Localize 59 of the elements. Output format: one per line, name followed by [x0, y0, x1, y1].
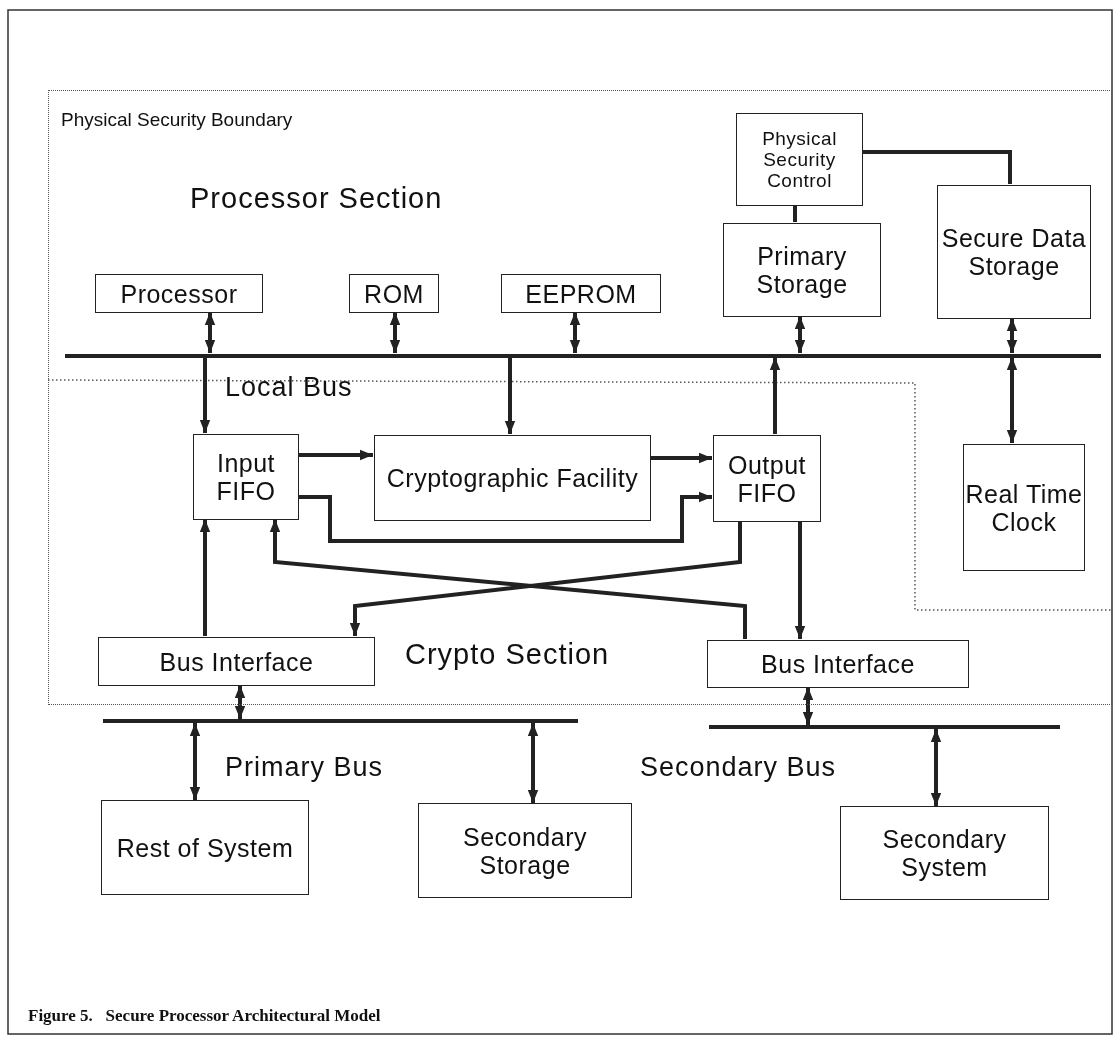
component-box [95, 274, 263, 313]
component-box [937, 185, 1091, 319]
connector-arrow [269, 519, 747, 639]
boundary-region [48, 90, 1112, 705]
component-box [349, 274, 439, 313]
component-box [713, 435, 821, 522]
component-box [418, 803, 632, 898]
component-box [723, 223, 881, 317]
connector-arrow [1006, 357, 1018, 443]
connector-arrow [802, 687, 814, 725]
connector-arrow [527, 723, 539, 803]
component-box [736, 113, 863, 206]
bus-label: Local Bus [225, 372, 353, 403]
box-label: Rest of System [116, 833, 294, 862]
connector-arrow [199, 519, 211, 636]
section-label: Crypto Section [405, 638, 610, 671]
connector-arrow [1006, 318, 1018, 353]
box-label: Secure Data Storage [940, 224, 1088, 280]
component-box [501, 274, 661, 313]
connector-arrow [650, 452, 712, 464]
connector-arrow [389, 312, 401, 353]
connector-arrow [234, 685, 246, 719]
box-label: Primary Storage [755, 242, 849, 298]
component-box [98, 637, 375, 686]
box-label: Input FIFO [215, 449, 277, 505]
component-box [707, 640, 969, 688]
component-box [101, 800, 309, 895]
connector-arrow [349, 521, 742, 636]
bus-label: Primary Bus [225, 752, 384, 783]
section-label: Processor Section [190, 182, 443, 215]
box-label: Secondary Storage [462, 822, 588, 879]
box-label: Real Time Clock [964, 479, 1084, 536]
box-label: Processor [120, 279, 238, 308]
box-label: EEPROM [525, 279, 637, 308]
box-label: Bus Interface [761, 650, 915, 678]
box-label: Physical Security Control [761, 127, 838, 192]
box-label: Secondary System [881, 825, 1008, 881]
box-label: Bus Interface [159, 647, 314, 676]
component-box [840, 806, 1049, 900]
connector-arrow [569, 312, 581, 353]
figure-caption: Figure 5. Secure Processor Architectural Model [28, 1006, 381, 1026]
connector-arrow [794, 521, 806, 639]
box-label: Output FIFO [726, 450, 808, 507]
component-box [374, 435, 651, 521]
component-box [963, 444, 1085, 571]
connector-arrow [794, 316, 806, 353]
connector-arrow [189, 723, 201, 800]
connector-arrow [769, 357, 781, 434]
box-label: Cryptographic Facility [386, 464, 639, 492]
box-label: ROM [364, 279, 424, 308]
connector-arrow [298, 491, 712, 543]
region-title: Physical Security Boundary [61, 109, 293, 131]
connector-arrow [504, 357, 516, 434]
connector-arrow [204, 312, 216, 353]
component-box [193, 434, 299, 520]
bus-label: Secondary Bus [640, 752, 837, 783]
connector-arrow [930, 729, 942, 806]
connector-arrow [298, 449, 373, 461]
connector-arrow [199, 357, 211, 433]
